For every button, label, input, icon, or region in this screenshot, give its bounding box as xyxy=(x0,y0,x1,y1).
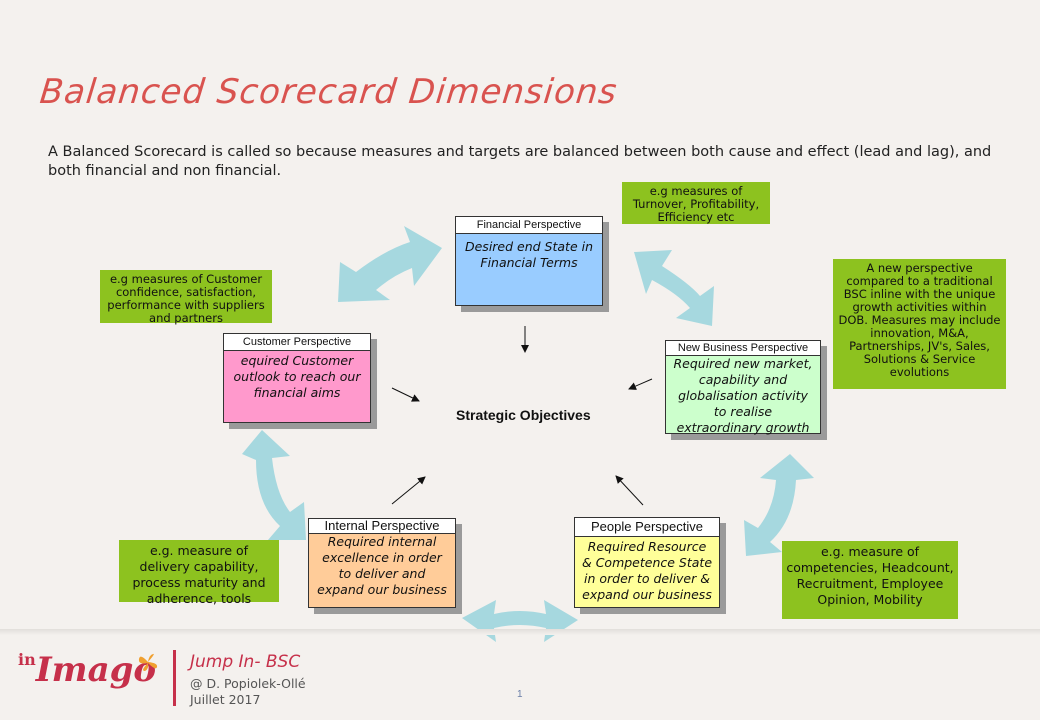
footer-divider xyxy=(0,629,1040,635)
author-info: @ D. Popiolek-Ollé Juillet 2017 xyxy=(190,676,306,708)
customer-perspective-body: equired Customer outlook to reach our fi… xyxy=(233,353,361,400)
internal-perspective-header: Internal Perspective xyxy=(309,519,455,534)
pointer-internal xyxy=(391,476,426,505)
new-business-perspective-header: New Business Perspective xyxy=(666,341,820,356)
pointer-newbusiness xyxy=(628,378,653,390)
internal-perspective-body: Required internal excellence in order to… xyxy=(317,534,447,597)
customer-perspective-box: Customer Perspective equired Customer ou… xyxy=(223,333,371,423)
customer-perspective-header: Customer Perspective xyxy=(224,334,370,351)
program-name: Jump In- BSC xyxy=(190,652,301,672)
new-business-perspective-body: Required new market, capability and glob… xyxy=(673,356,813,435)
cycle-arrow-customer-internal xyxy=(242,430,306,540)
strategic-objectives-label: Strategic Objectives xyxy=(456,407,591,423)
financial-perspective-body: Desired end State in Financial Terms xyxy=(464,239,593,270)
pointer-people xyxy=(615,475,644,506)
people-perspective-header: People Perspective xyxy=(575,518,719,537)
people-note: e.g. measure of competencies, Headcount,… xyxy=(782,541,958,619)
internal-perspective-box: Internal Perspective Required internal e… xyxy=(308,518,456,608)
financial-perspective-header: Financial Perspective xyxy=(456,217,602,234)
footer-vertical-divider xyxy=(173,650,176,706)
cycle-arrow-financial-newbusiness xyxy=(634,250,714,326)
customer-note: e.g measures of Customer confidence, sat… xyxy=(100,270,272,325)
new-business-perspective-box: New Business Perspective Required new ma… xyxy=(665,340,821,435)
cycle-arrow-financial-customer xyxy=(338,226,442,302)
people-perspective-body: Required Resource & Competence State in … xyxy=(581,539,713,602)
new-business-note: A new perspective compared to a traditio… xyxy=(833,259,1006,389)
cycle-arrow-newbusiness-people xyxy=(744,454,814,556)
inimago-logo: inImago xyxy=(18,650,157,690)
internal-note: e.g. measure of delivery capability, pro… xyxy=(119,540,279,606)
author-name: @ D. Popiolek-Ollé xyxy=(190,676,306,691)
pointer-customer xyxy=(391,387,420,402)
financial-note: e.g measures of Turnover, Profitability,… xyxy=(622,182,770,224)
cycle-arrow-internal-people xyxy=(462,600,578,642)
page-number: 1 xyxy=(517,689,523,700)
intro-text: A Balanced Scorecard is called so becaus… xyxy=(48,144,992,179)
financial-perspective-box: Financial Perspective Desired end State … xyxy=(455,216,603,306)
people-perspective-box: People Perspective Required Resource & C… xyxy=(574,517,720,608)
author-date: Juillet 2017 xyxy=(190,692,261,707)
butterfly-icon xyxy=(138,653,158,671)
